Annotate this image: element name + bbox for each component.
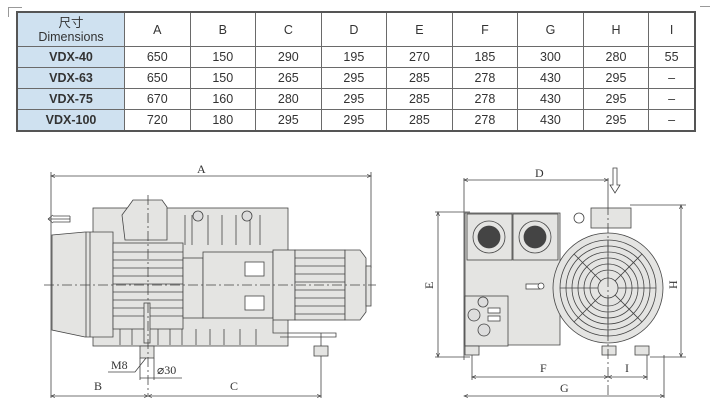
bolt-icon <box>241 210 253 222</box>
table-cell: 295 <box>320 67 388 89</box>
model-name: VDX-75 <box>16 88 125 110</box>
base-fins <box>119 329 257 345</box>
dimension-h <box>630 205 686 357</box>
m8-leader <box>108 357 147 373</box>
table-cell: – <box>648 109 696 132</box>
support-bracket <box>272 320 337 338</box>
right-motor-fins <box>295 257 345 315</box>
table-cell: 278 <box>451 109 519 132</box>
model-name: VDX-40 <box>16 46 125 68</box>
table-cell: 650 <box>124 46 191 68</box>
dimension-fig <box>464 355 664 398</box>
column-header: F <box>451 11 519 47</box>
label-e: E <box>422 282 436 289</box>
corner-mark-tl <box>8 7 22 8</box>
label-h: H <box>666 280 680 289</box>
motor-end-cap <box>51 231 114 338</box>
top-flange <box>121 199 168 241</box>
front-view: D <box>422 166 686 398</box>
model-name: VDX-100 <box>16 109 125 132</box>
foot-left <box>139 345 155 359</box>
table-cell: 280 <box>255 88 322 110</box>
gauge-icon <box>523 225 547 249</box>
label-g: G <box>560 381 569 395</box>
corner-mark-tr <box>700 6 710 7</box>
table-cell: 55 <box>648 46 696 68</box>
corner-mark-tl-v <box>8 7 9 17</box>
table-cell: 295 <box>320 109 388 132</box>
model-name: VDX-63 <box>16 67 125 89</box>
column-header: D <box>320 11 388 47</box>
table-cell: 285 <box>386 88 453 110</box>
table-cell: 650 <box>124 67 191 89</box>
gauge-icon <box>477 225 501 249</box>
window <box>244 261 265 277</box>
table-cell: 670 <box>124 88 191 110</box>
window <box>244 295 265 311</box>
label-a: A <box>197 162 206 176</box>
table-cell: 285 <box>386 109 453 132</box>
foot-right <box>313 345 329 357</box>
column-header: I <box>648 11 696 47</box>
dimension-a <box>51 172 371 268</box>
header-cn: 尺寸 <box>58 15 84 30</box>
foot <box>601 345 617 356</box>
table-row: VDX-100 720 180 295 295 285 278 430 295 … <box>16 109 696 132</box>
header-en: Dimensions <box>38 29 104 44</box>
table-cell: 270 <box>386 46 453 68</box>
outlet-arrow-icon <box>47 214 71 224</box>
column-header: G <box>517 11 584 47</box>
inlet-arrow-icon <box>609 167 621 194</box>
table-cell: 180 <box>189 109 257 132</box>
table-cell: 195 <box>320 46 388 68</box>
dimension-bc <box>51 212 321 398</box>
table-header-row: 尺寸 Dimensions A B C D E F G H I <box>16 11 696 47</box>
label-diameter: ⌀30 <box>157 363 176 377</box>
label-f: F <box>540 361 547 375</box>
table-cell: 430 <box>517 88 584 110</box>
table-cell: 278 <box>451 88 519 110</box>
table-cell: 295 <box>320 88 388 110</box>
dimensions-header-cell: 尺寸 Dimensions <box>16 11 125 47</box>
table-row: VDX-75 670 160 280 295 285 278 430 295 – <box>16 88 696 110</box>
table-cell: 720 <box>124 109 191 132</box>
table-cell: 185 <box>451 46 519 68</box>
foot <box>634 345 650 356</box>
label-d: D <box>535 166 544 180</box>
table-cell: 295 <box>582 109 650 132</box>
dimension-d <box>464 178 608 360</box>
table-cell: 160 <box>189 88 257 110</box>
label-i: I <box>625 361 629 375</box>
label-c: C <box>230 379 238 393</box>
label-m8: M8 <box>111 358 128 372</box>
dimensions-table: 尺寸 Dimensions A B C D E F G H I VDX-40 6… <box>16 11 696 132</box>
lifting-eye <box>573 212 585 224</box>
foot <box>464 345 480 356</box>
table-cell: – <box>648 88 696 110</box>
side-view: A <box>44 162 376 398</box>
coupling-housing <box>182 257 204 319</box>
table-cell: 430 <box>517 109 584 132</box>
drain-plug <box>143 302 151 344</box>
inlet-block <box>590 207 632 229</box>
bolt-icon <box>192 210 204 222</box>
label-b: B <box>94 379 102 393</box>
dimension-e <box>435 212 470 357</box>
shaft-end <box>365 265 372 307</box>
housing-fins <box>184 215 261 245</box>
